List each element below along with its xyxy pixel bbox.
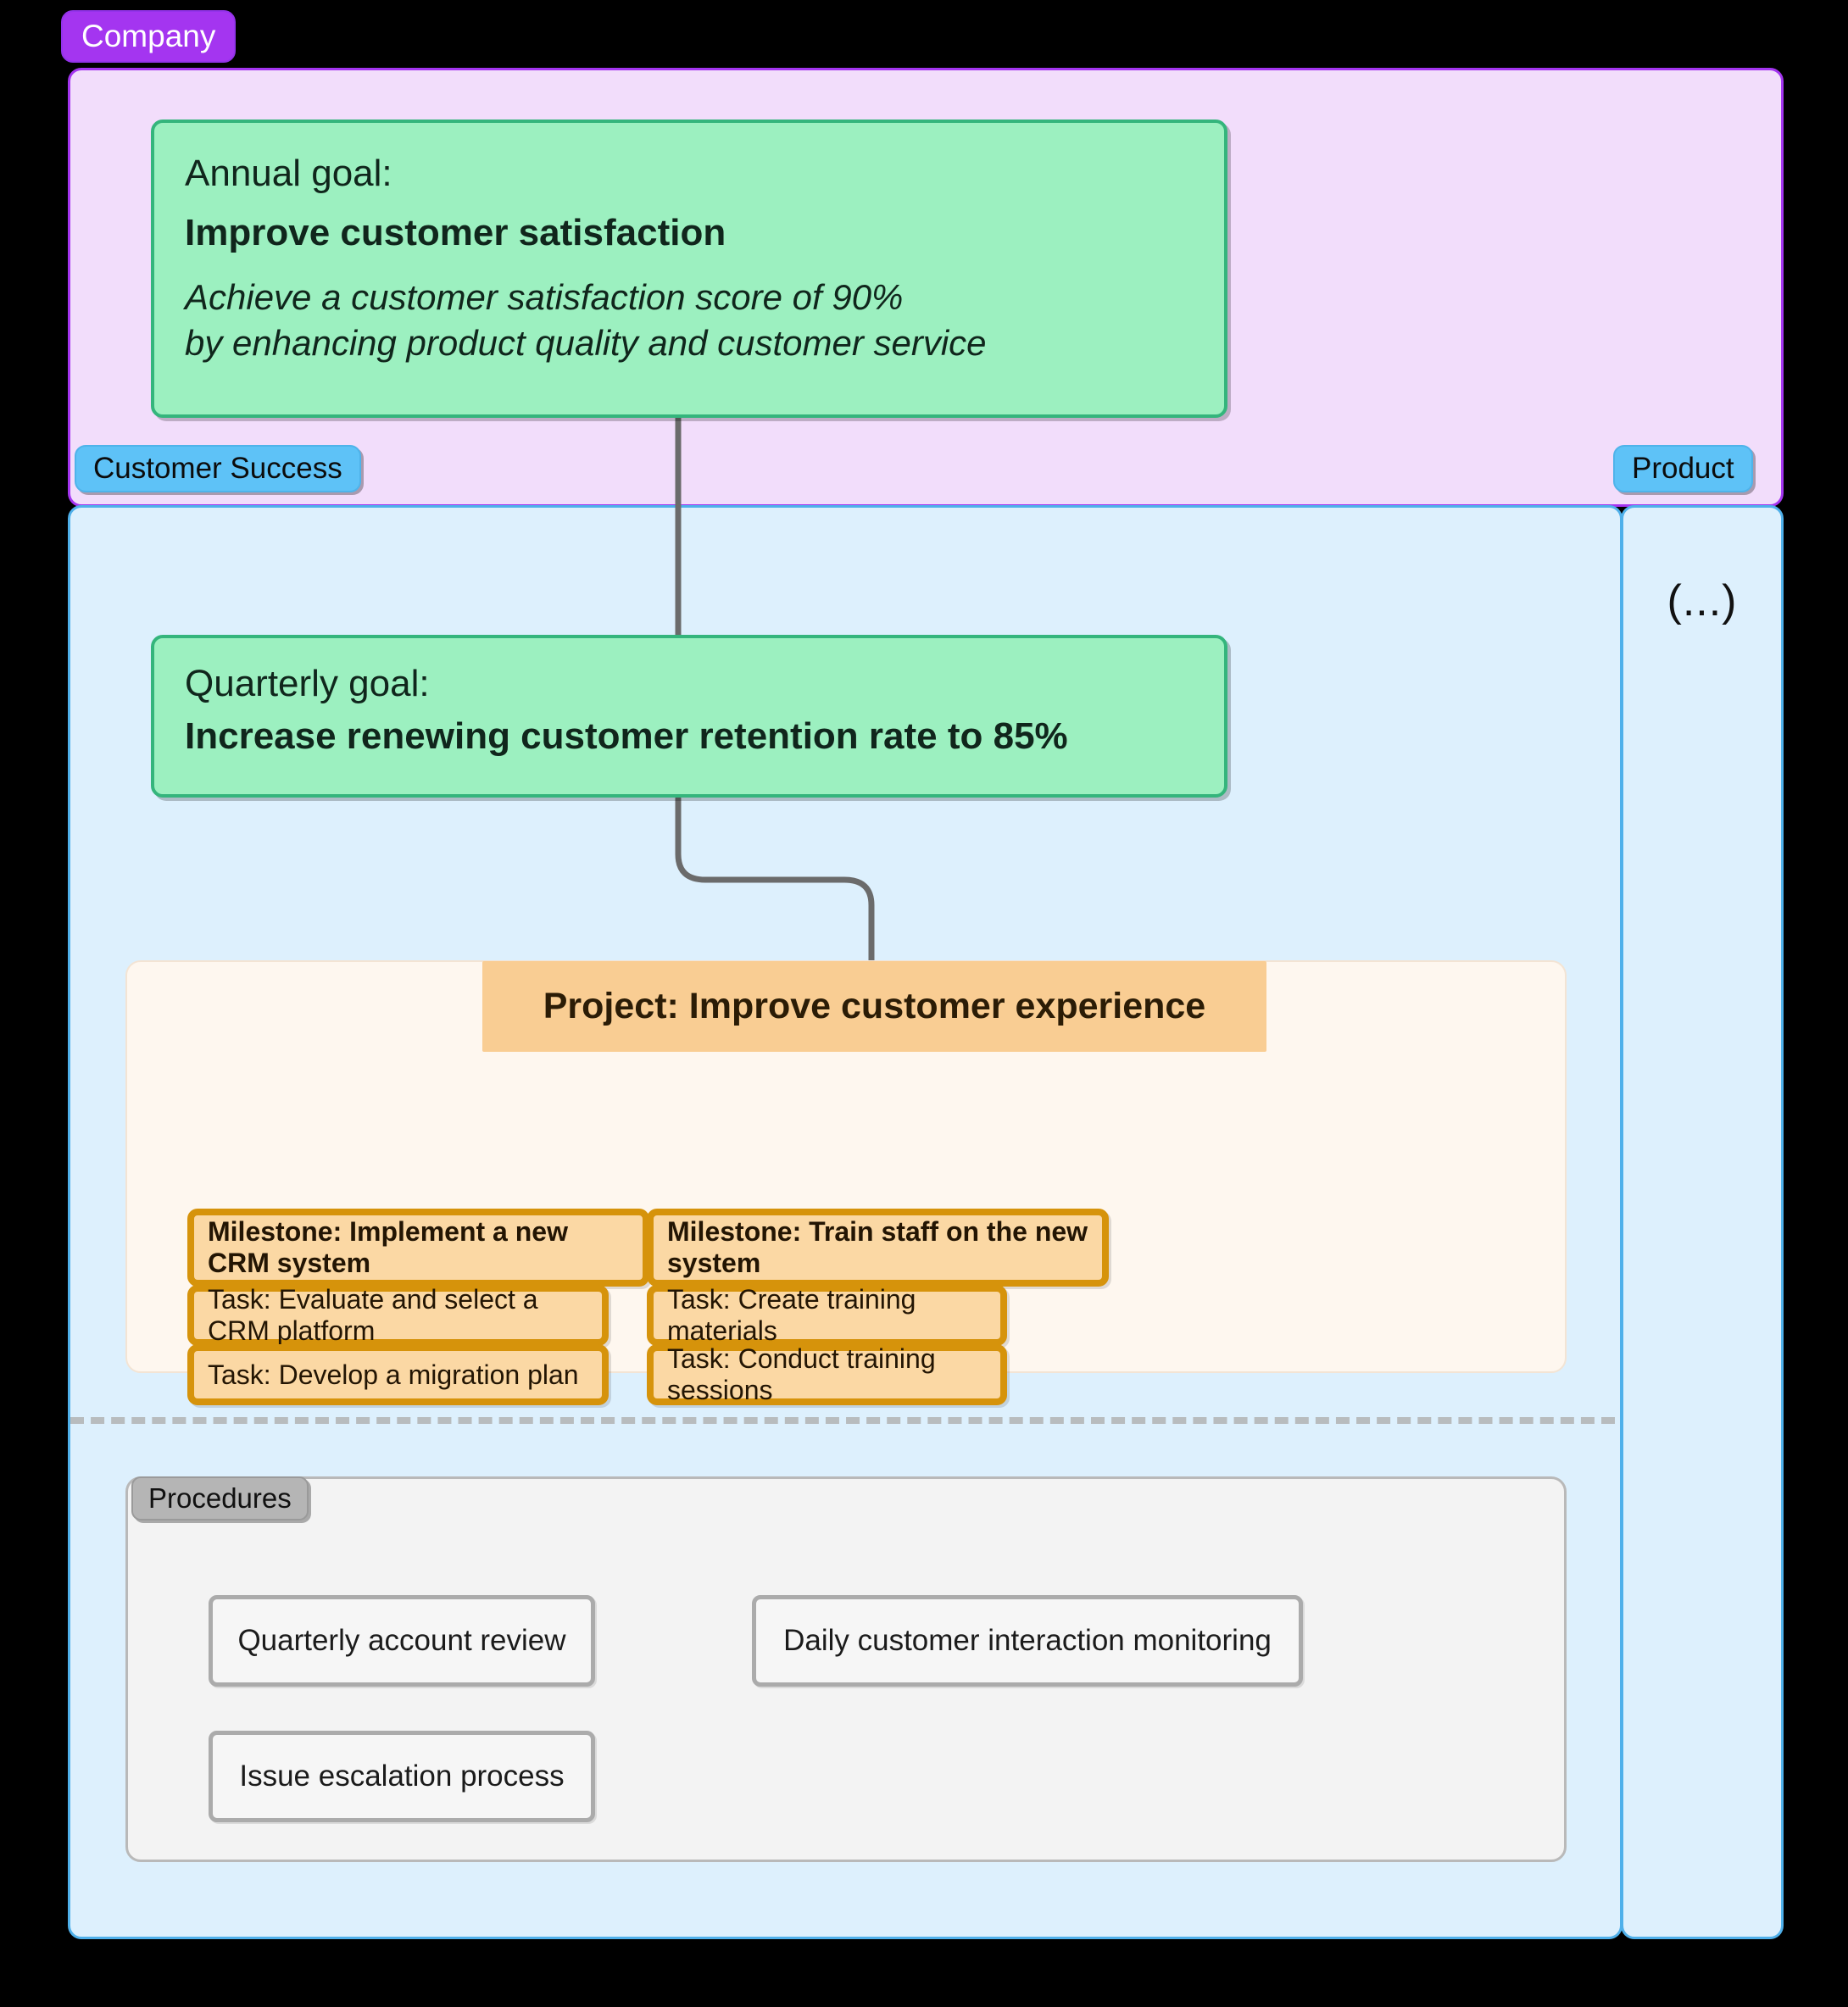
annual-goal-description-line-2: by enhancing product quality and custome… bbox=[185, 322, 987, 363]
milestone-card[interactable]: Milestone: Implement a new CRM system bbox=[187, 1209, 649, 1287]
milestone-card[interactable]: Milestone: Train staff on the new system bbox=[647, 1209, 1109, 1287]
procedure-card[interactable]: Issue escalation process bbox=[209, 1731, 595, 1822]
annual-goal-description-line-1: Achieve a customer satisfaction score of… bbox=[185, 276, 904, 317]
project-container: Project: Improve customer experience Mil… bbox=[125, 960, 1567, 1405]
annual-goal-title: Improve customer satisfaction bbox=[185, 212, 726, 254]
quarterly-goal-title: Increase renewing customer retention rat… bbox=[185, 715, 1068, 758]
procedure-card[interactable]: Daily customer interaction monitoring bbox=[752, 1595, 1303, 1687]
company-badge[interactable]: Company bbox=[61, 10, 237, 63]
team-badge-product[interactable]: Product bbox=[1613, 445, 1753, 492]
task-card[interactable]: Task: Evaluate and select a CRM platform bbox=[187, 1284, 609, 1346]
task-card[interactable]: Task: Conduct training sessions bbox=[647, 1343, 1007, 1405]
task-card[interactable]: Task: Create training materials bbox=[647, 1284, 1007, 1346]
annual-goal-kicker: Annual goal: bbox=[185, 153, 392, 194]
procedures-panel: Quarterly account review Daily customer … bbox=[125, 1476, 1567, 1862]
team-badge-customer-success[interactable]: Customer Success bbox=[75, 445, 361, 492]
section-divider bbox=[70, 1417, 1615, 1424]
milestone-group: Milestone: Implement a new CRM system Ta… bbox=[187, 1209, 649, 1405]
quarterly-goal-card[interactable]: Quarterly goal: Increase renewing custom… bbox=[151, 635, 1227, 798]
procedure-card[interactable]: Quarterly account review bbox=[209, 1595, 595, 1687]
quarterly-goal-kicker: Quarterly goal: bbox=[185, 663, 430, 704]
annual-goal-card[interactable]: Annual goal: Improve customer satisfacti… bbox=[151, 120, 1227, 418]
milestone-group: Milestone: Train staff on the new system… bbox=[647, 1209, 1109, 1405]
project-header[interactable]: Project: Improve customer experience bbox=[482, 961, 1266, 1052]
team-lane-product: (...) bbox=[1621, 505, 1784, 1939]
product-lane-collapsed-placeholder[interactable]: (...) bbox=[1667, 576, 1738, 625]
procedures-badge[interactable]: Procedures bbox=[131, 1476, 309, 1521]
task-card[interactable]: Task: Develop a migration plan bbox=[187, 1344, 609, 1405]
